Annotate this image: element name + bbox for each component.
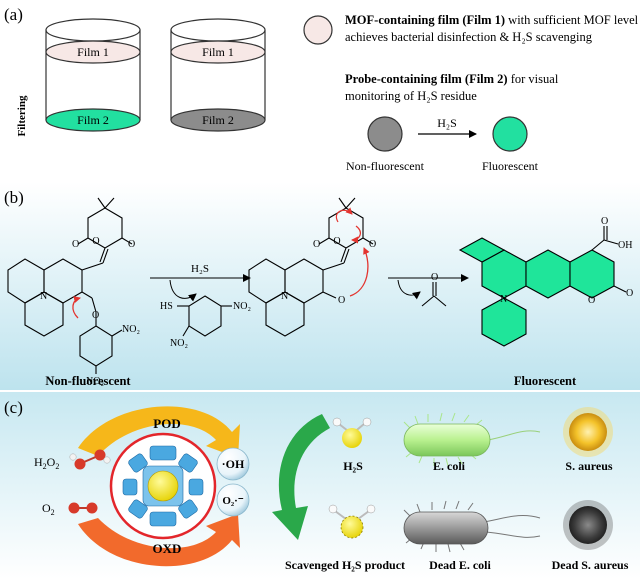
pod-arrow (78, 406, 240, 458)
svg-text:O: O (601, 216, 608, 227)
nonfluorescent-swatch (367, 116, 403, 152)
thiol-byproduct (177, 295, 232, 337)
scavenged-product (328, 504, 376, 539)
byproduct-nitro-2: NO₂ (170, 338, 188, 349)
ecoli-live (403, 412, 541, 467)
carboxyl-oh: OH (618, 240, 632, 251)
coumarin-product (40, 40, 615, 347)
scavenge-arrow (272, 414, 330, 540)
dead-saureus-label: Dead S. aureus (552, 558, 629, 572)
legend-film2-line1: Probe-containing film (Film 2) for visua… (345, 72, 559, 86)
svg-text:O: O (92, 310, 99, 321)
nonfluorescent-label: Non-fluorescent (346, 159, 425, 173)
superoxide-label: O₂·⁻ (222, 495, 244, 507)
h2s-molecule (332, 417, 372, 448)
panel-c: (c) POD OXD H2O2 O2 (0, 392, 640, 579)
dead-ecoli-label: Dead E. coli (429, 558, 491, 572)
oxd-label: OXD (153, 541, 182, 556)
svg-text:N: N (281, 291, 288, 302)
probe-molecule (7, 197, 133, 374)
svg-text:O: O (72, 239, 79, 250)
svg-text:O: O (128, 239, 135, 250)
fluorescent-label: Fluorescent (482, 159, 539, 173)
probe-nitro-2: NO₂ (86, 376, 104, 387)
acetone-byproduct (421, 282, 447, 307)
saureus-dead (563, 500, 613, 550)
film1-label: Film 1 (202, 45, 234, 59)
svg-text:N: N (500, 294, 507, 305)
film2-label: Film 2 (202, 113, 234, 127)
svg-text:O: O (588, 295, 595, 306)
panel-b: (b) O O O N O NO₂ (0, 40, 640, 390)
byproduct-nitro-1: NO₂ (233, 301, 251, 312)
hydroxyl-bubble (216, 447, 250, 481)
legend-film1-line2: achieves bacterial disinfection & H₂S sc… (345, 30, 593, 44)
film2-disc-dark (170, 108, 266, 132)
film1-disc (170, 40, 266, 64)
o2-label: O2 (42, 501, 55, 517)
probe-caption: Non-fluorescent (45, 374, 131, 388)
svg-text:N: N (40, 291, 47, 302)
pod-label: POD (153, 416, 180, 431)
ecoli-dead (403, 500, 541, 553)
gold-core (147, 470, 179, 502)
saureus-label: S. aureus (565, 459, 612, 473)
film1-disc (45, 40, 141, 64)
panel-a-label: (a) (4, 5, 23, 24)
cyclization-arrow (349, 247, 370, 297)
reagent-label: H₂S (191, 263, 209, 275)
svg-text:O: O (92, 236, 99, 247)
film-stack-dark: Film 1 Film 2 (170, 18, 266, 132)
probe-nitro-1: NO₂ (122, 324, 140, 335)
ecoli-label: E. coli (433, 459, 466, 473)
svg-text:O: O (338, 295, 345, 306)
h2o2-molecule (69, 449, 111, 470)
h2s-arrow-label: H₂S (437, 116, 457, 130)
film1-label: Film 1 (77, 45, 109, 59)
fluorescent-swatch (492, 116, 528, 152)
svg-text:O: O (626, 288, 633, 299)
oxd-arrow (78, 514, 240, 567)
svg-text:O: O (369, 239, 376, 250)
h2o2-label: H2O2 (34, 455, 59, 471)
legend-film2-line2: monitoring of H₂S residue (345, 89, 477, 103)
thiol-label: HS (160, 301, 173, 312)
hydroxyl-label: ·OH (222, 457, 245, 471)
filtering-label: Filtering (16, 95, 28, 136)
film2-label: Film 2 (77, 113, 109, 127)
superoxide-bubble (216, 483, 250, 517)
film-stack-fluorescent: Film 1 Film 2 (45, 18, 141, 132)
intermediate-molecule (248, 197, 374, 337)
attack-arrow (72, 296, 81, 319)
saureus-live (563, 407, 613, 457)
panel-c-label: (c) (4, 398, 23, 417)
svg-text:O: O (431, 272, 438, 283)
film2-disc-fluorescent (45, 108, 141, 132)
o2-molecule (68, 502, 98, 514)
panel-a: (a) Filtering Film 1 Film 2 Film 1 Film … (4, 5, 639, 173)
film1-legend-swatch (303, 15, 333, 45)
svg-text:O: O (313, 239, 320, 250)
h2s-label: H₂S (343, 459, 363, 473)
scavenged-label: Scavenged H₂S product (285, 558, 405, 572)
legend-film1-line1: MOF-containing film (Film 1) with suffic… (345, 13, 639, 27)
svg-text:O: O (333, 236, 340, 247)
product-caption: Fluorescent (514, 374, 577, 388)
panel-b-label: (b) (4, 188, 24, 207)
